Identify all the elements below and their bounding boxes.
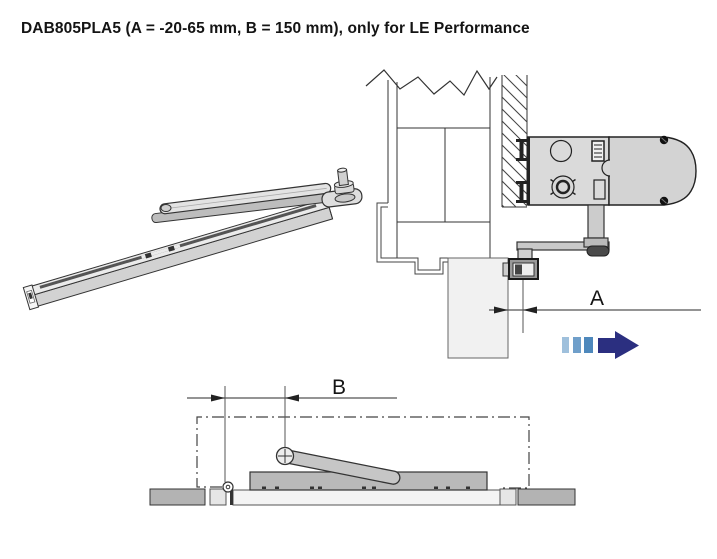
operator-unit (516, 135, 697, 206)
frame-jamb-left-plan (209, 488, 227, 506)
rail-slider-shoe (144, 252, 152, 259)
wall-hatching (502, 75, 527, 207)
dimension-b-label: B (332, 376, 346, 399)
plan-arm-pivot (275, 446, 295, 466)
spindle-hub (586, 245, 610, 257)
rail-fixing-marks (262, 486, 470, 489)
connector-slot (593, 179, 606, 200)
terminal-block (591, 140, 605, 162)
arm-pivot-boss-iso (160, 204, 172, 212)
spindle-arm-assembly (502, 204, 610, 333)
spindle-fitting-iso (321, 167, 363, 208)
plan-view: B (149, 376, 576, 506)
motor-circle (549, 139, 573, 163)
operator-spindle (587, 204, 605, 239)
page-title: DAB805PLA5 (A = -20-65 mm, B = 150 mm), … (21, 20, 530, 37)
dimension-b: B (187, 376, 397, 482)
cable-grommet (601, 159, 611, 177)
operator-backplate (526, 137, 530, 205)
cover-screw-top (659, 135, 669, 145)
arm-main-iso (159, 182, 332, 215)
mounting-bracket-bottom (516, 181, 527, 203)
zigzag-break-line (365, 69, 498, 96)
door-hinge-edge (230, 489, 233, 505)
mounting-bracket-top (516, 139, 527, 161)
dimension-a-label: A (590, 287, 604, 310)
isometric-arm-assembly (22, 167, 363, 311)
operator-cover (608, 136, 697, 206)
dimension-a-arrow-left-icon (494, 306, 508, 314)
door-hinge-pivot (222, 481, 234, 493)
wall-and-transom-section (387, 75, 528, 258)
dimension-b-arrow-left-icon (211, 394, 225, 402)
dimension-a: A (489, 287, 701, 314)
slide-rail-iso (22, 198, 334, 311)
dimension-b-arrow-right-icon (285, 394, 299, 402)
wall-left-plan (149, 488, 206, 506)
wall-right-plan (517, 488, 576, 506)
operator-arm-section (516, 241, 610, 251)
section-view: A (365, 69, 701, 359)
frame-jamb-right-plan (499, 488, 517, 506)
cover-screw-bottom (659, 196, 669, 206)
output-gear (550, 175, 576, 199)
door-motion-direction-arrow-icon (562, 331, 639, 359)
plan-door-leaf (232, 489, 501, 506)
dimension-a-arrow-right-icon (523, 306, 537, 314)
door-frame-profile (376, 202, 449, 275)
